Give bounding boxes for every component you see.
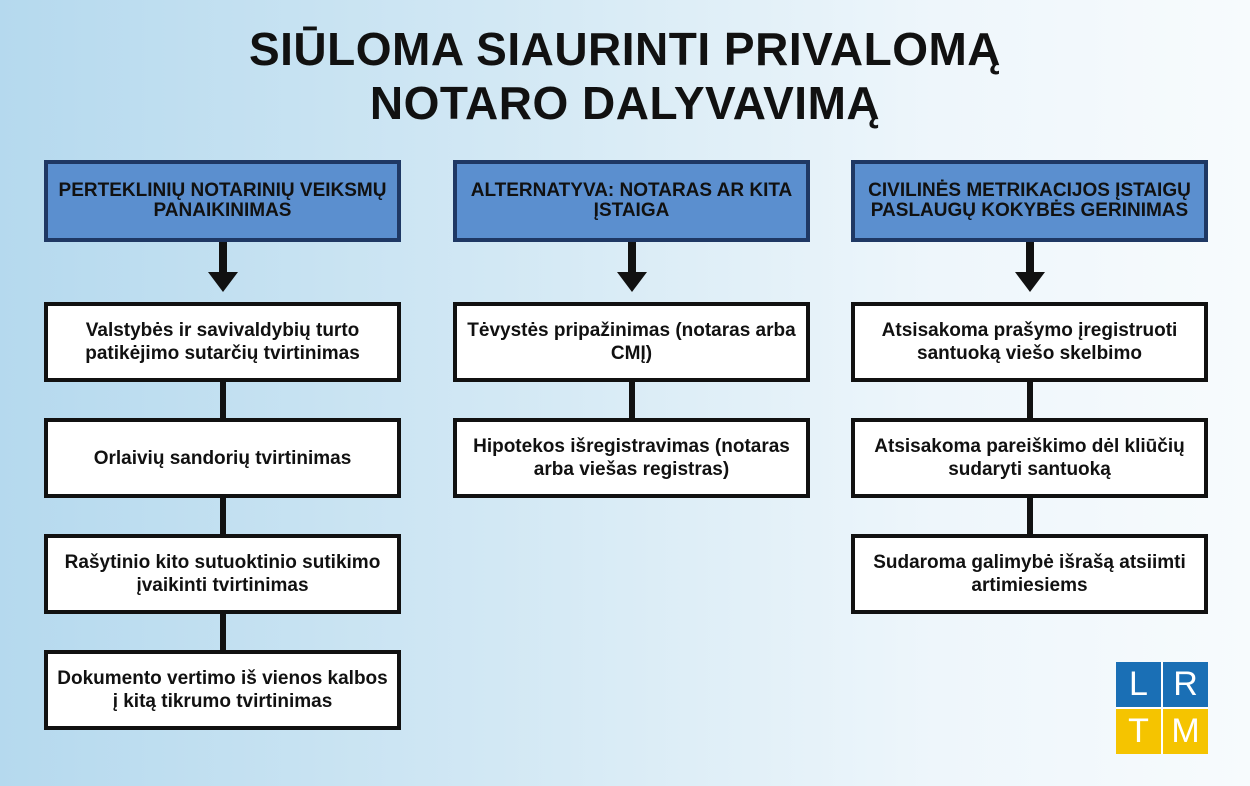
arrow-down-icon [453, 242, 810, 302]
logo-letter: T [1116, 709, 1161, 754]
item-box: Rašytinio kito sutuoktinio sutikimo įvai… [44, 534, 401, 614]
title-line-1: SIŪLOMA SIAURINTI PRIVALOMĄ [248, 23, 1002, 75]
connector-line [453, 382, 810, 418]
column-header: PERTEKLINIŲ NOTARINIŲ VEIKSMŲ PANAIKINIM… [44, 160, 401, 242]
connector-line [44, 498, 401, 534]
arrow-down-icon [851, 242, 1208, 302]
column-header: ALTERNATYVA: NOTARAS AR KITA ĮSTAIGA [453, 160, 810, 242]
connector-line [851, 382, 1208, 418]
item-box: Sudaroma galimybė išrašą atsiimti artimi… [851, 534, 1208, 614]
connector-line [44, 382, 401, 418]
item-box: Atsisakoma prašymo įregistruoti santuoką… [851, 302, 1208, 382]
title-line-2: NOTARO DALYVAVIMĄ [369, 77, 881, 129]
column-header: CIVILINĖS METRIKACIJOS ĮSTAIGŲ PASLAUGŲ … [851, 160, 1208, 242]
logo-letter: L [1116, 662, 1161, 707]
lrtm-logo: L R T M [1116, 662, 1208, 754]
page-title: SIŪLOMA SIAURINTI PRIVALOMĄ NOTARO DALYV… [0, 22, 1250, 130]
column-1: PERTEKLINIŲ NOTARINIŲ VEIKSMŲ PANAIKINIM… [44, 160, 401, 730]
item-box: Orlaivių sandorių tvirtinimas [44, 418, 401, 498]
logo-letter: R [1163, 662, 1208, 707]
connector-line [851, 498, 1208, 534]
item-box: Dokumento vertimo iš vienos kalbos į kit… [44, 650, 401, 730]
item-box: Valstybės ir savivaldybių turto patikėji… [44, 302, 401, 382]
connector-line [44, 614, 401, 650]
item-box: Hipotekos išregistravimas (notaras arba … [453, 418, 810, 498]
item-box: Atsisakoma pareiškimo dėl kliūčių sudary… [851, 418, 1208, 498]
column-3: CIVILINĖS METRIKACIJOS ĮSTAIGŲ PASLAUGŲ … [851, 160, 1208, 614]
column-2: ALTERNATYVA: NOTARAS AR KITA ĮSTAIGA Tėv… [453, 160, 810, 498]
item-box: Tėvystės pripažinimas (notaras arba CMĮ) [453, 302, 810, 382]
arrow-down-icon [44, 242, 401, 302]
logo-letter: M [1163, 709, 1208, 754]
